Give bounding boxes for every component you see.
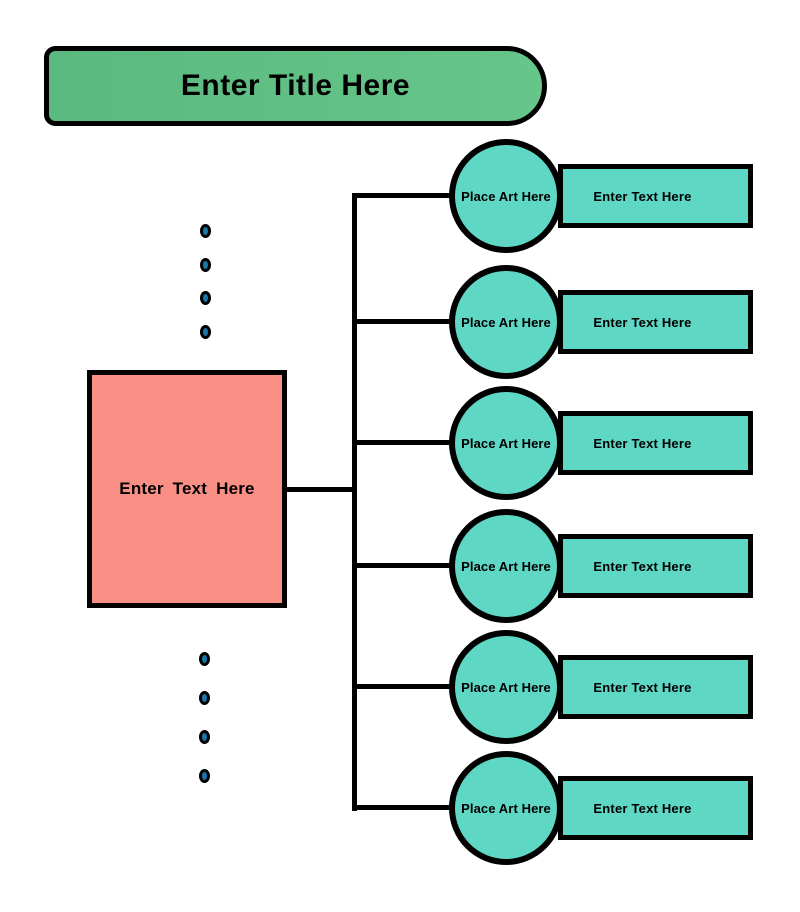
- branch-text-bar[interactable]: Enter Text Here: [558, 655, 753, 719]
- branch-row: Enter Text Here Place Art Here: [449, 509, 753, 623]
- branch-text-bar[interactable]: Enter Text Here: [558, 290, 753, 354]
- connector-branch-5: [352, 684, 452, 689]
- branch-text-bar[interactable]: Enter Text Here: [558, 534, 753, 598]
- connector-branch-4: [352, 563, 452, 568]
- connector-branch-2: [352, 319, 452, 324]
- connector-center-to-spine: [285, 487, 355, 492]
- branch-circle-label: Place Art Here: [461, 188, 551, 204]
- branch-circle-label: Place Art Here: [461, 800, 551, 816]
- branch-circle-label: Place Art Here: [461, 435, 551, 451]
- title-banner[interactable]: Enter Title Here: [44, 46, 547, 126]
- branch-bar-label: Enter Text Here: [593, 314, 692, 330]
- center-text: Enter Text Here: [119, 479, 255, 498]
- ellipsis-dot: [199, 730, 210, 744]
- ellipsis-dot: [199, 769, 210, 783]
- branch-circle-label: Place Art Here: [461, 314, 551, 330]
- center-text-box[interactable]: Enter Text Here: [87, 370, 287, 608]
- branch-text-bar[interactable]: Enter Text Here: [558, 411, 753, 475]
- branch-bar-label: Enter Text Here: [593, 435, 692, 451]
- branch-art-circle[interactable]: Place Art Here: [449, 630, 563, 744]
- branch-circle-label: Place Art Here: [461, 679, 551, 695]
- ellipsis-dot: [200, 291, 211, 305]
- ellipsis-dot: [200, 258, 211, 272]
- branch-art-circle[interactable]: Place Art Here: [449, 751, 563, 865]
- branch-circle-label: Place Art Here: [461, 558, 551, 574]
- title-text: Enter Title Here: [180, 69, 411, 102]
- ellipsis-dot: [199, 691, 210, 705]
- branch-art-circle[interactable]: Place Art Here: [449, 139, 563, 253]
- branch-row: Enter Text Here Place Art Here: [449, 386, 753, 500]
- branch-bar-label: Enter Text Here: [593, 188, 692, 204]
- branch-bar-label: Enter Text Here: [593, 558, 692, 574]
- branch-text-bar[interactable]: Enter Text Here: [558, 164, 753, 228]
- branch-row: Enter Text Here Place Art Here: [449, 630, 753, 744]
- branch-row: Enter Text Here Place Art Here: [449, 139, 753, 253]
- connector-branch-3: [352, 440, 452, 445]
- branch-art-circle[interactable]: Place Art Here: [449, 265, 563, 379]
- branch-bar-label: Enter Text Here: [593, 800, 692, 816]
- ellipsis-dot: [199, 652, 210, 666]
- branch-row: Enter Text Here Place Art Here: [449, 751, 753, 865]
- branch-art-circle[interactable]: Place Art Here: [449, 386, 563, 500]
- connector-branch-6: [352, 805, 452, 810]
- branch-art-circle[interactable]: Place Art Here: [449, 509, 563, 623]
- branch-text-bar[interactable]: Enter Text Here: [558, 776, 753, 840]
- connector-branch-1: [352, 193, 452, 198]
- branch-row: Enter Text Here Place Art Here: [449, 265, 753, 379]
- ellipsis-dot: [200, 224, 211, 238]
- ellipsis-dot: [200, 325, 211, 339]
- connector-spine: [352, 193, 357, 811]
- branch-bar-label: Enter Text Here: [593, 679, 692, 695]
